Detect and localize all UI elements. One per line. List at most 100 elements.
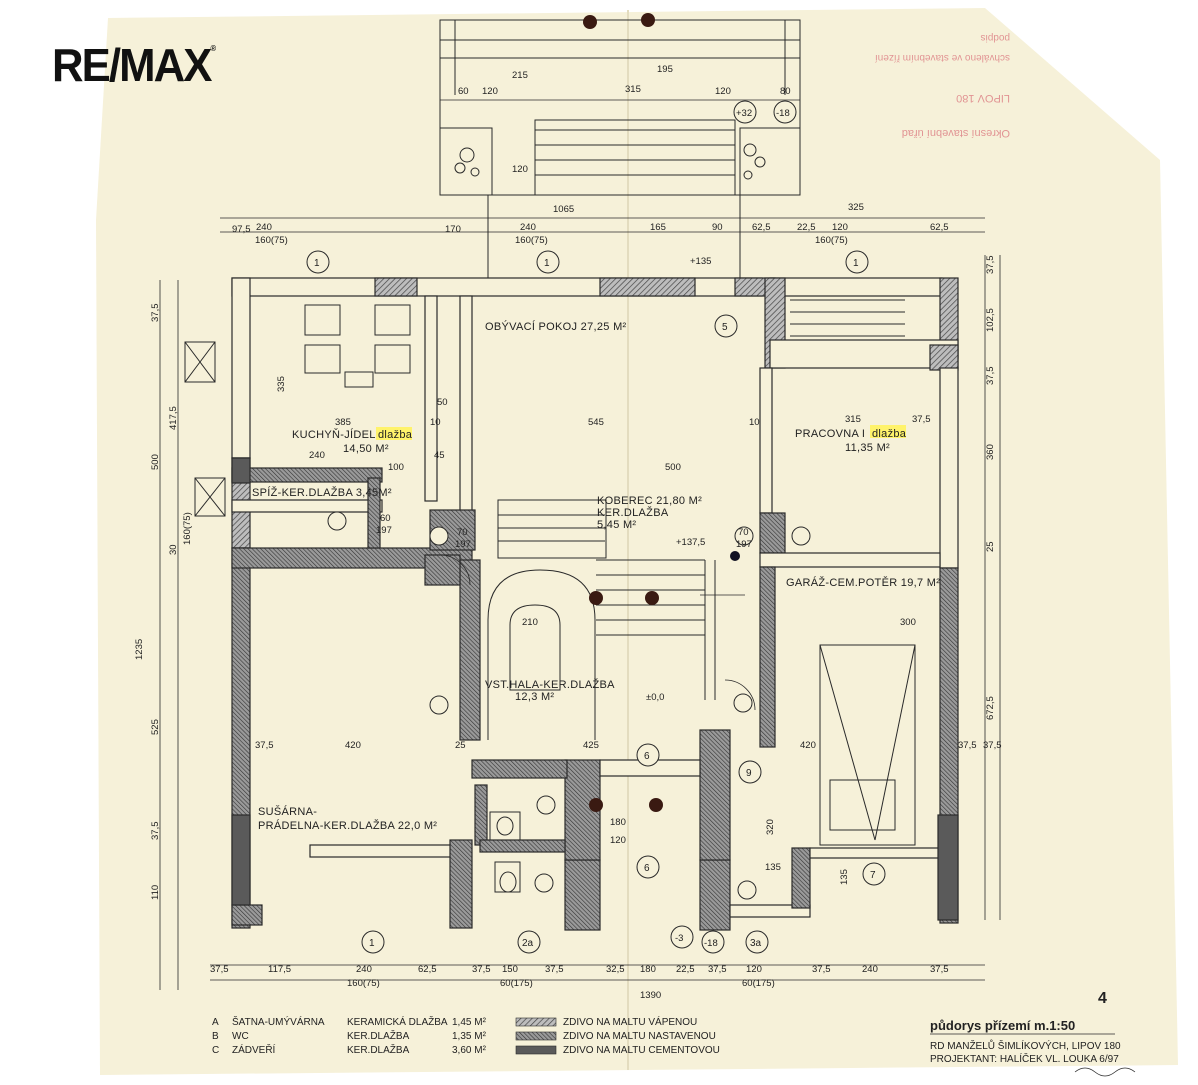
svg-text:60: 60	[380, 513, 391, 524]
svg-text:12,3 M²: 12,3 M²	[515, 691, 554, 703]
svg-text:180: 180	[640, 964, 656, 975]
svg-text:+32: +32	[736, 108, 752, 119]
svg-text:197: 197	[736, 539, 752, 550]
svg-text:+137,5: +137,5	[676, 537, 705, 548]
dimensions-inner: 385 10 545 10 315 37,5 240 45 100 500 21…	[255, 397, 977, 873]
svg-text:schváleno ve stavebním řízení: schváleno ve stavebním řízení	[875, 52, 1010, 63]
sanitary-fixtures	[184, 341, 521, 893]
svg-text:-18: -18	[776, 108, 790, 119]
callout-3a	[745, 930, 769, 954]
svg-text:37,5: 37,5	[708, 964, 727, 975]
dimension-lines	[159, 99, 1001, 990]
svg-text:B: B	[212, 1031, 219, 1042]
dimensions-right: 37,5 102,5 37,5 360 25 672,5 37,5 320 13…	[765, 256, 1002, 886]
callout-6a	[636, 743, 660, 767]
svg-text:2a: 2a	[522, 938, 534, 949]
remax-wordmark: RE/MAX	[52, 39, 212, 91]
svg-text:420: 420	[345, 740, 361, 751]
svg-text:45: 45	[434, 450, 445, 461]
svg-text:půdorys přízemí m.1:50: půdorys přízemí m.1:50	[930, 1018, 1075, 1033]
svg-text:62,5: 62,5	[418, 964, 437, 975]
svg-text:500: 500	[150, 454, 161, 470]
svg-text:32,5: 32,5	[606, 964, 625, 975]
svg-text:320: 320	[765, 819, 776, 835]
svg-text:22,5: 22,5	[797, 222, 816, 233]
svg-text:62,5: 62,5	[752, 222, 771, 233]
dining-table	[304, 304, 411, 388]
svg-text:70: 70	[738, 527, 749, 538]
room-laundry: SUŠÁRNA-	[258, 805, 317, 818]
callout-2a	[517, 930, 541, 954]
svg-text:1: 1	[544, 258, 550, 269]
svg-text:KER.DLAŽBA: KER.DLAŽBA	[597, 506, 669, 519]
callout-1-living	[536, 250, 560, 274]
main-staircase	[487, 299, 905, 740]
svg-text:120: 120	[512, 164, 528, 175]
svg-text:7: 7	[870, 870, 876, 881]
svg-text:170: 170	[445, 224, 461, 235]
svg-text:165: 165	[650, 222, 666, 233]
svg-text:160(75): 160(75)	[255, 235, 288, 246]
callout-labels: 1 1 1 5 1 2a 3a 6 6 7 9 -3 -18 +32 -18	[314, 108, 876, 949]
callouts	[306, 100, 886, 954]
svg-text:podpis: podpis	[981, 32, 1010, 43]
svg-text:160(75): 160(75)	[182, 512, 193, 545]
svg-text:240: 240	[862, 964, 878, 975]
svg-text:240: 240	[356, 964, 372, 975]
callout-6b	[636, 855, 660, 879]
svg-text:-18: -18	[704, 938, 718, 949]
svg-text:160(75): 160(75)	[815, 235, 848, 246]
svg-text:150: 150	[502, 964, 518, 975]
garage-parking	[819, 644, 916, 846]
room-carpet: KOBEREC 21,80 M²	[597, 495, 702, 507]
room-entrance-hall: VST.HALA-KER.DLAŽBA	[485, 678, 615, 691]
callout-9	[738, 760, 762, 784]
punch-holes	[583, 13, 740, 812]
svg-text:ŠATNA-UMÝVÁRNA: ŠATNA-UMÝVÁRNA	[232, 1015, 325, 1028]
svg-text:RD MANŽELŮ ŠIMLÍKOVÝCH, LIPOV: RD MANŽELŮ ŠIMLÍKOVÝCH, LIPOV 180	[930, 1039, 1121, 1052]
svg-text:37,5: 37,5	[985, 367, 996, 386]
svg-text:PROJEKTANT: HALÍČEK VL. LOUKA: PROJEKTANT: HALÍČEK VL. LOUKA 6/97	[930, 1052, 1119, 1065]
title-block: 4 půdorys přízemí m.1:50 RD MANŽELŮ ŠIML…	[930, 990, 1136, 1077]
svg-text:ZDIVO NA MALTU VÁPENOU: ZDIVO NA MALTU VÁPENOU	[563, 1015, 697, 1028]
svg-text:197: 197	[376, 525, 392, 536]
svg-text:385: 385	[335, 417, 351, 428]
svg-text:37,5: 37,5	[985, 256, 996, 275]
svg-text:dlažba: dlažba	[872, 428, 907, 440]
svg-text:180: 180	[610, 817, 626, 828]
level-marks: +135 +137,5 ±0,0	[646, 256, 711, 703]
svg-text:50: 50	[437, 397, 448, 408]
svg-text:1390: 1390	[640, 990, 661, 1001]
svg-text:525: 525	[150, 719, 161, 735]
svg-text:10: 10	[430, 417, 441, 428]
svg-text:110: 110	[150, 885, 161, 900]
room-kitchen: KUCHYŇ-JÍDELNA	[292, 428, 392, 441]
svg-text:325: 325	[848, 202, 864, 213]
walls	[231, 277, 959, 931]
svg-text:10: 10	[749, 417, 760, 428]
svg-text:425: 425	[583, 740, 599, 751]
svg-text:195: 195	[657, 64, 673, 75]
svg-text:500: 500	[665, 462, 681, 473]
svg-text:240: 240	[309, 450, 325, 461]
svg-text:±0,0: ±0,0	[646, 692, 664, 703]
callout-1-bottom	[361, 930, 385, 954]
svg-text:1,35 M²: 1,35 M²	[452, 1031, 487, 1042]
room-office: PRACOVNA I	[795, 428, 865, 440]
svg-text:117,5: 117,5	[268, 964, 291, 975]
highlight-kitchen	[376, 427, 412, 440]
svg-text:3,60 M²: 3,60 M²	[452, 1045, 487, 1056]
svg-text:60(175): 60(175)	[500, 978, 533, 989]
svg-text:315: 315	[625, 84, 641, 95]
svg-text:360: 360	[985, 444, 996, 460]
svg-text:5,45 M²: 5,45 M²	[597, 519, 636, 531]
svg-text:37,5: 37,5	[912, 414, 931, 425]
callout-1-office	[845, 250, 869, 274]
svg-text:135: 135	[839, 869, 850, 885]
remax-logo: RE/MAX®	[52, 39, 217, 91]
svg-text:ZDIVO NA MALTU CEMENTOVOU: ZDIVO NA MALTU CEMENTOVOU	[563, 1045, 720, 1056]
callout-minus3	[670, 925, 694, 949]
svg-text:672,5: 672,5	[985, 696, 996, 720]
callout-7	[862, 862, 886, 886]
svg-text:100: 100	[388, 462, 404, 473]
